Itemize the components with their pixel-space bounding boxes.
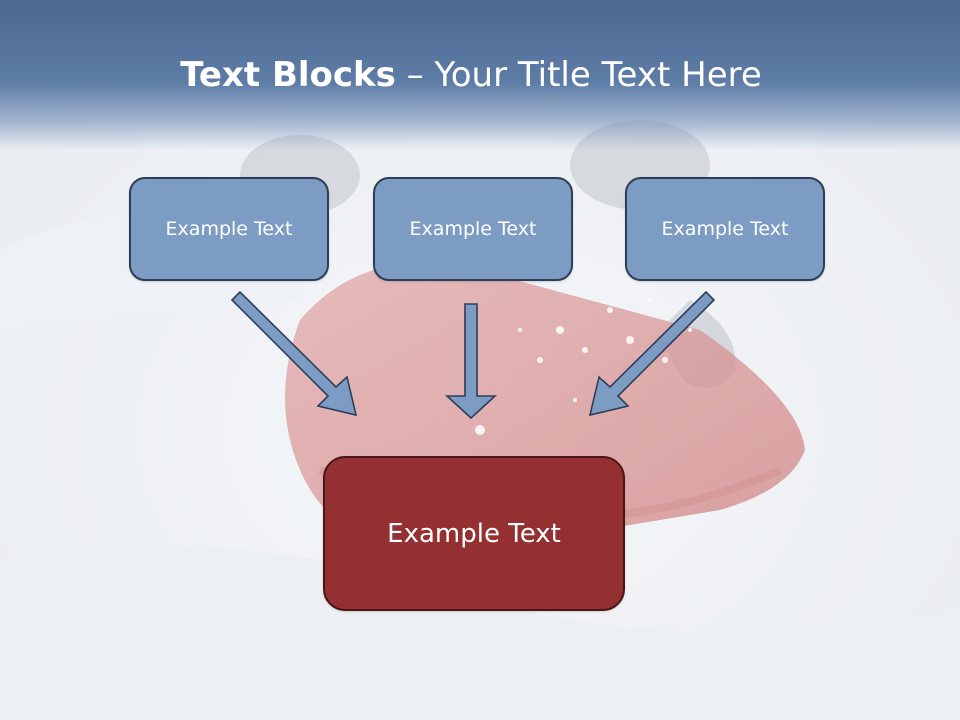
slide-title-bold: Text Blocks — [180, 55, 396, 95]
target-text-block[interactable]: Example Text — [323, 456, 625, 611]
text-block-left-label: Example Text — [165, 218, 293, 240]
target-text-block-label: Example Text — [387, 518, 561, 549]
arrow-down — [444, 303, 498, 420]
arrow-down-left — [588, 290, 716, 417]
title-band — [0, 0, 960, 150]
arrow-down-right — [230, 290, 358, 417]
text-block-right[interactable]: Example Text — [625, 177, 825, 281]
text-block-left[interactable]: Example Text — [129, 177, 329, 281]
slide-title-rest: – Your Title Text Here — [395, 55, 762, 95]
text-block-right-label: Example Text — [661, 218, 789, 240]
text-block-center-label: Example Text — [409, 218, 537, 240]
slide-title: Text Blocks – Your Title Text Here — [0, 54, 942, 96]
text-block-center[interactable]: Example Text — [373, 177, 573, 281]
